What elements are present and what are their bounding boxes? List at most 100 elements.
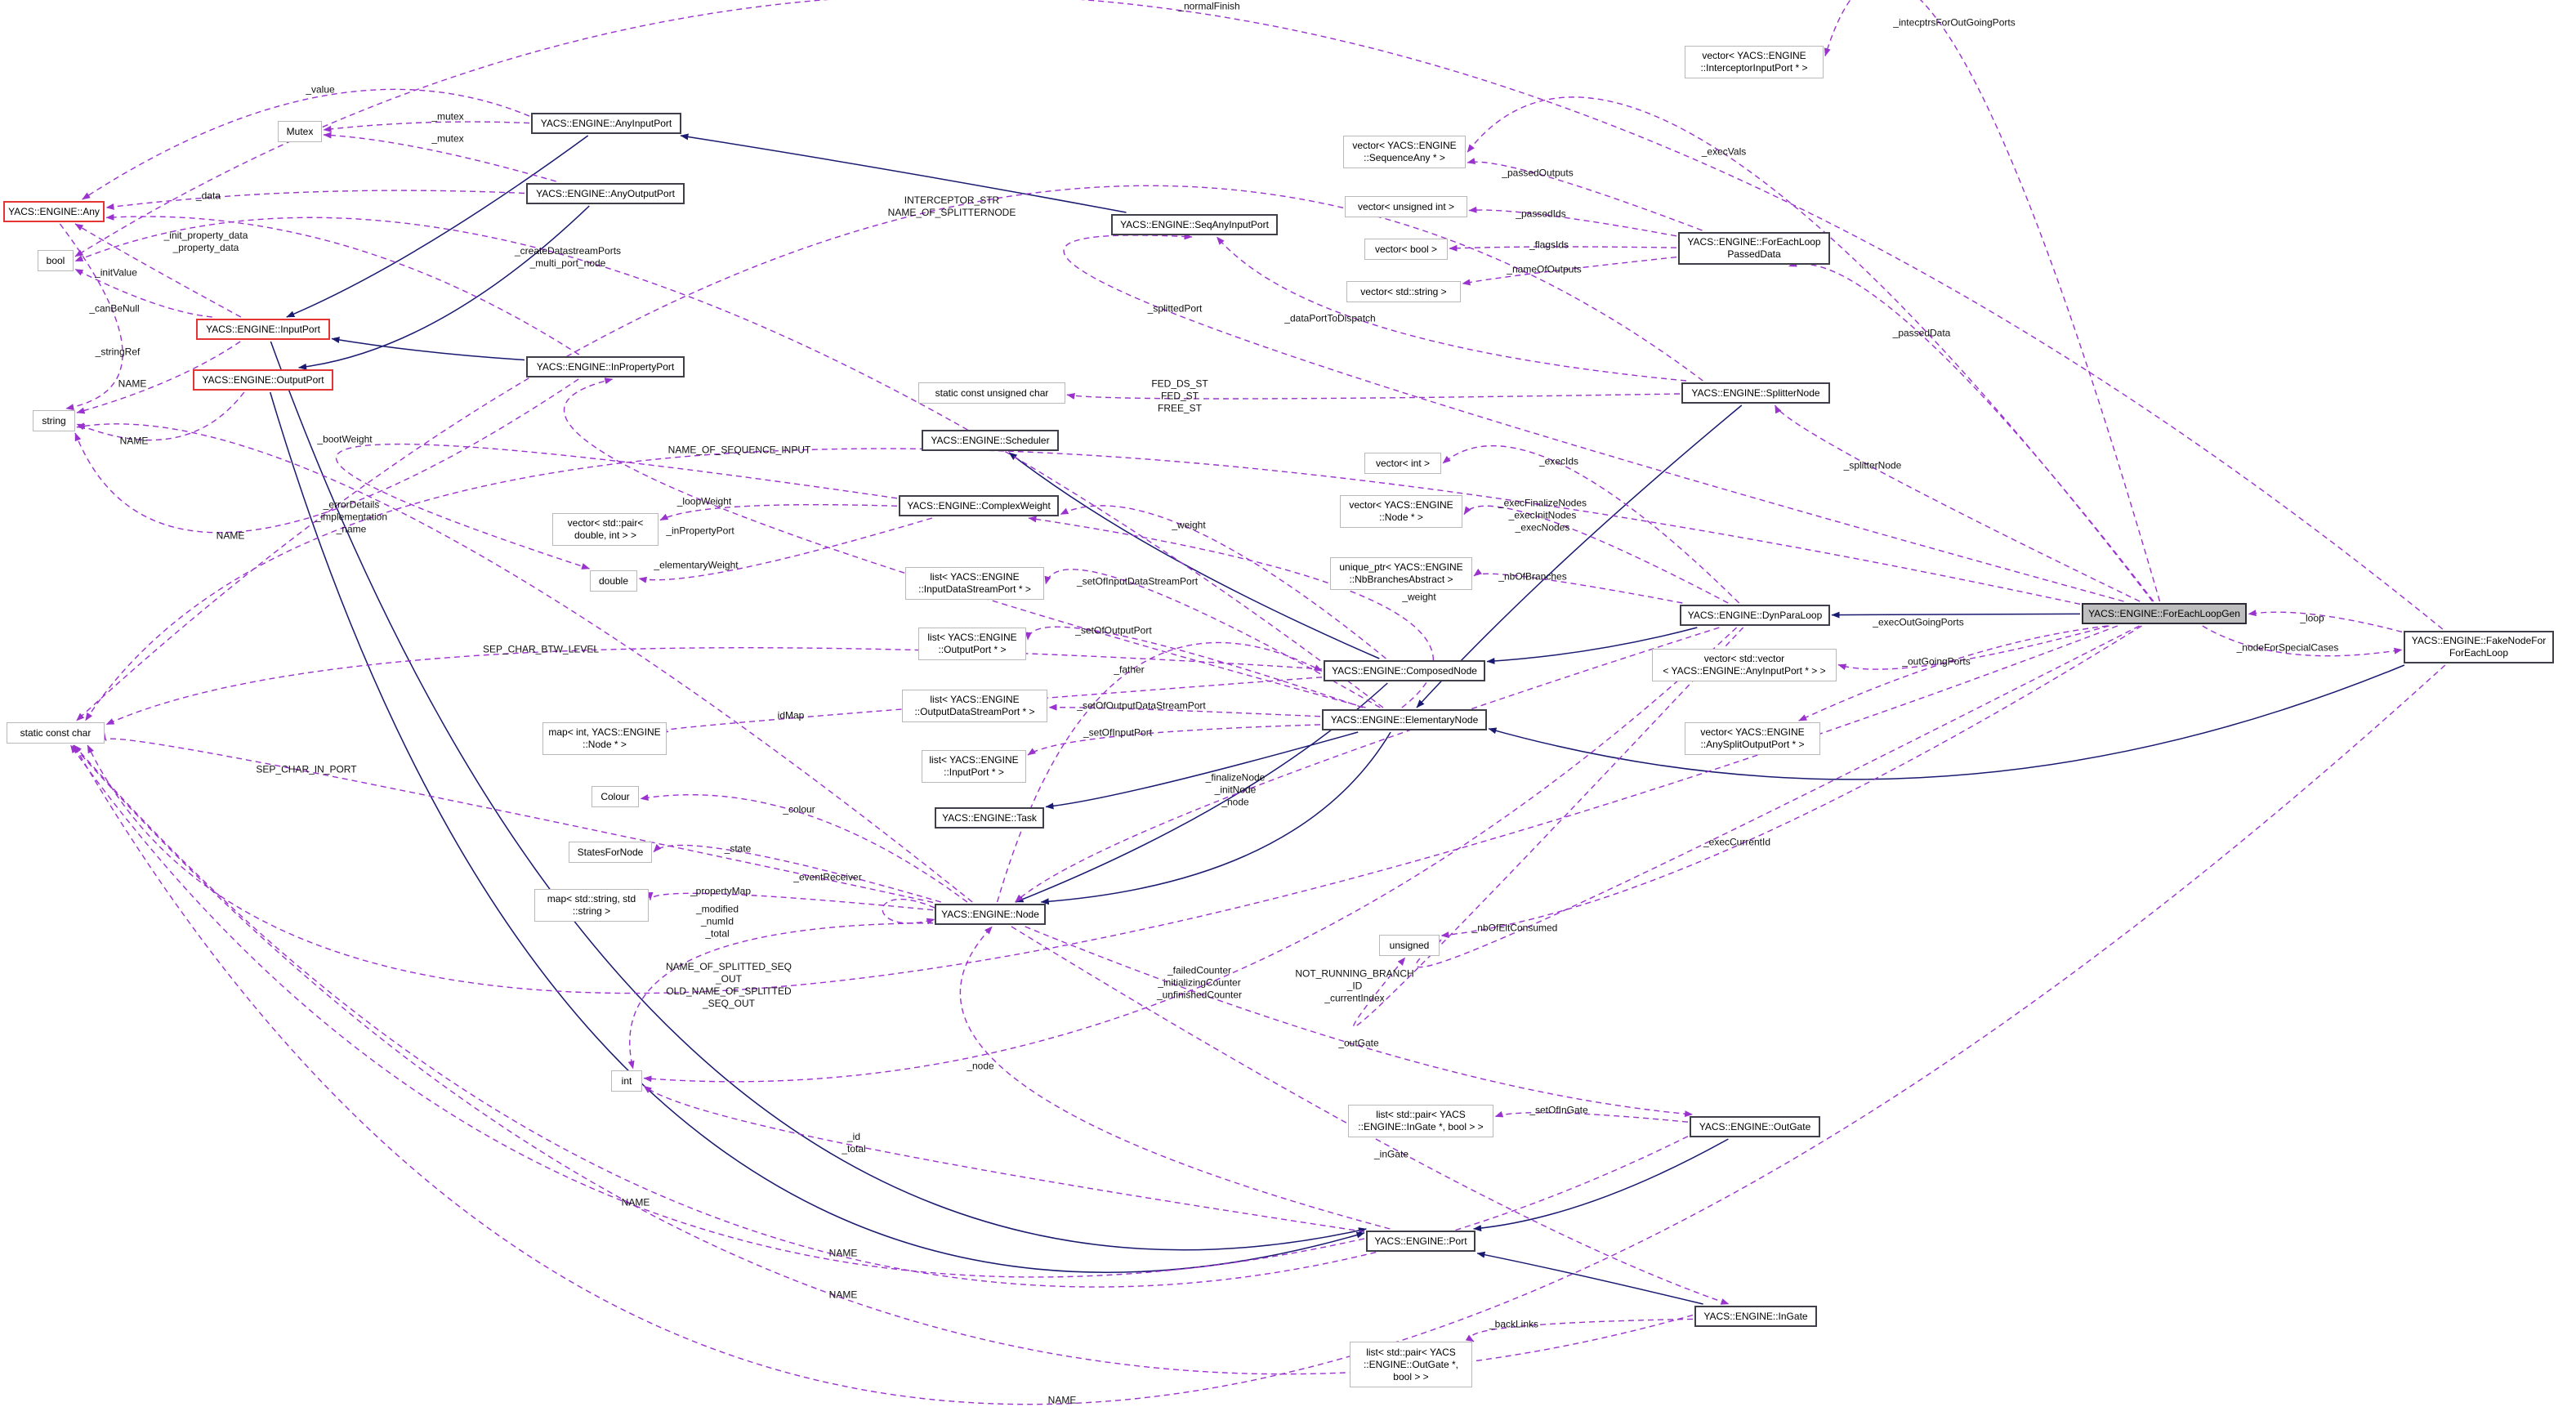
usage-edge-outgate-to-static_char [74, 744, 1689, 1288]
class-node-ingate[interactable]: YACS::ENGINE::InGate [1694, 1306, 1817, 1327]
usage-edge-dynparaloop-to-node [1015, 627, 1720, 903]
inheritance-edge-seq_any-to-any_in [680, 133, 1127, 213]
usage-edge-elementary-to-list_idsp [1044, 569, 1381, 708]
class-node-vec_int: vector< int > [1364, 453, 1441, 474]
class-node-map_str: map< std::string, std ::string > [534, 889, 649, 922]
usage-edge-fakenode-to-static_char [73, 664, 2446, 1405]
usage-edge-foreachloopgen-to-unsigned [1415, 625, 2140, 968]
inheritance-edge-ingate-to-port [1476, 1251, 1703, 1305]
usage-edge-node-to-ingate [1011, 926, 1730, 1305]
inheritance-edge-any_in-to-in_port [286, 135, 589, 318]
usage-edge-dynparaloop-to-unique_ptr [1473, 568, 1683, 604]
usage-edge-passed_data-to-vec_uint [1468, 206, 1677, 237]
usage-edge-outgate-to-list_pair_ingate [1494, 1110, 1689, 1123]
class-node-map_int_node: map< int, YACS::ENGINE ::Node * > [542, 722, 667, 755]
usage-edge-dynparaloop-to-vec_node [1463, 505, 1729, 604]
class-node-vec_uint: vector< unsigned int > [1345, 196, 1467, 217]
usage-edge-complex_w-to-double [638, 517, 933, 583]
class-node-unsigned: unsigned [1379, 935, 1440, 956]
class-node-int: int [611, 1070, 642, 1092]
class-node-complex_w[interactable]: YACS::ENGINE::ComplexWeight [899, 495, 1059, 516]
usage-edge-port-to-node [959, 926, 1391, 1230]
usage-edge-node-to-int [627, 922, 934, 1070]
class-node-double: double [590, 570, 637, 592]
class-node-list_pair_ingate: list< std::pair< YACS ::ENGINE::InGate *… [1348, 1105, 1493, 1137]
usage-edge-ingate-to-static_char [72, 744, 1694, 1375]
class-node-in_port[interactable]: YACS::ENGINE::InputPort [196, 319, 330, 340]
class-node-vec_seqany: vector< YACS::ENGINE ::SequenceAny * > [1343, 136, 1466, 168]
class-node-list_pair_outgate: list< std::pair< YACS ::ENGINE::OutGate … [1350, 1342, 1472, 1387]
usage-edge-any_out-to-mutex [323, 132, 556, 182]
usage-edge-composed-to-static_char [105, 647, 1323, 726]
inheritance-edge-dynparaloop-to-composed [1486, 627, 1698, 664]
usage-edge-node-to-string [76, 422, 973, 903]
class-node-list_op: list< YACS::ENGINE ::OutputPort * > [918, 628, 1026, 660]
class-node-seq_any[interactable]: YACS::ENGINE::SeqAnyInputPort [1111, 214, 1278, 235]
usage-edge-foreachloopgen-to-vec_interceptor [1824, 0, 2161, 602]
usage-edge-fakenode-to-bool [74, 0, 2444, 630]
inheritance-edge-elementary-to-task [1045, 731, 1359, 810]
class-node-elementary[interactable]: YACS::ENGINE::ElementaryNode [1322, 709, 1487, 730]
class-node-node[interactable]: YACS::ENGINE::Node [935, 904, 1046, 925]
class-node-fakenode[interactable]: YACS::ENGINE::FakeNodeFor ForEachLoop [2404, 631, 2554, 663]
class-node-any[interactable]: YACS::ENGINE::Any [3, 201, 105, 222]
usage-edge-foreachloopgen-to-vec_vec_anyin [1837, 625, 2109, 671]
usage-edge-dynparaloop-to-int [643, 627, 1738, 1083]
class-node-dynparaloop[interactable]: YACS::ENGINE::DynParaLoop [1680, 605, 1830, 626]
class-node-unique_ptr: unique_ptr< YACS::ENGINE ::NbBranchesAbs… [1330, 557, 1472, 590]
usage-edge-foreachloopgen-to-static_char [85, 448, 2081, 721]
class-node-any_out[interactable]: YACS::ENGINE::AnyOutputPort [526, 183, 685, 204]
usage-edge-node-to-map_str [646, 891, 934, 911]
usage-edge-foreachloopgen-to-unsigned [1440, 625, 2142, 939]
usage-edge-splitter-to-static_char [76, 185, 1703, 721]
usage-edge-elementary-to-list_ip [1027, 724, 1321, 756]
inheritance-edge-in_port-to-port [270, 341, 1367, 1251]
class-node-vec_anysplit: vector< YACS::ENGINE ::AnySplitOutputPor… [1685, 722, 1820, 755]
usage-edge-node-to-static_char [99, 732, 934, 904]
usage-edge-splitter-to-seq_any [1216, 236, 1687, 382]
inheritance-edge-elementary-to-node [1040, 731, 1391, 905]
usage-edge-in_port-to-bool [74, 268, 212, 318]
usage-edge-foreachloopgen-to-splitter [1774, 404, 2141, 602]
class-node-bool: bool [38, 250, 74, 271]
usage-edge-dynparaloop-to-unsigned [1353, 627, 1744, 1028]
inheritance-edge-outgate-to-port [1473, 1138, 1729, 1232]
usage-edge-ingate-to-list_pair_outgate [1465, 1318, 1694, 1342]
usage-edge-elementary-to-bool [74, 217, 1384, 708]
usage-edge-complex_w-to-vec_pair [659, 503, 898, 521]
inheritance-edge-out_port-to-port [269, 391, 1365, 1273]
usage-edge-any_in-to-any [82, 88, 530, 200]
usage-edge-in_prop-to-string [74, 378, 579, 534]
class-node-mutex: Mutex [278, 121, 322, 142]
class-node-scheduler[interactable]: YACS::ENGINE::Scheduler [922, 430, 1059, 451]
usage-edge-splitter-to-sc_uchar [1066, 392, 1681, 400]
usage-edge-foreachloopgen-to-vec_anysplit [1798, 625, 2108, 721]
class-node-list_odsp: list< YACS::ENGINE ::OutputDataStreamPor… [902, 690, 1047, 722]
class-node-port[interactable]: YACS::ENGINE::Port [1366, 1231, 1476, 1252]
class-node-out_port[interactable]: YACS::ENGINE::OutputPort [193, 369, 333, 391]
class-node-composed[interactable]: YACS::ENGINE::ComposedNode [1324, 660, 1485, 681]
usage-edge-node-to-composed [996, 641, 1323, 903]
class-node-string: string [33, 410, 75, 431]
usage-edge-elementary-to-in_prop [564, 377, 1366, 708]
usage-edge-composed-to-complex_w [1060, 505, 1386, 659]
class-node-any_in[interactable]: YACS::ENGINE::AnyInputPort [531, 113, 681, 134]
class-node-task[interactable]: YACS::ENGINE::Task [935, 807, 1044, 829]
class-node-outgate[interactable]: YACS::ENGINE::OutGate [1690, 1116, 1820, 1137]
usage-edge-complex_w-to-double [335, 443, 898, 570]
usage-edge-foreachloopgen-to-seq_any [1063, 233, 2124, 602]
inheritance-edge-fakenode-to-elementary [1488, 664, 2405, 780]
usage-edge-node-to-colour [640, 794, 968, 903]
class-node-in_prop[interactable]: YACS::ENGINE::InPropertyPort [526, 356, 685, 377]
class-node-vec_string: vector< std::string > [1346, 281, 1461, 302]
usage-edge-elementary-to-list_op [1025, 626, 1364, 708]
class-node-sc_uchar: static const unsigned char [918, 382, 1065, 404]
class-node-foreachloopgen[interactable]: YACS::ENGINE::ForEachLoopGen [2082, 603, 2247, 624]
usage-edge-out_port-to-string [76, 391, 245, 441]
usage-edge-node-to-outgate [1025, 926, 1694, 1118]
class-node-passed_data[interactable]: YACS::ENGINE::ForEachLoop PassedData [1678, 232, 1830, 265]
usage-edge-passed_data-to-vec_seqany [1467, 158, 1703, 231]
class-node-splitter[interactable]: YACS::ENGINE::SplitterNode [1681, 382, 1830, 404]
